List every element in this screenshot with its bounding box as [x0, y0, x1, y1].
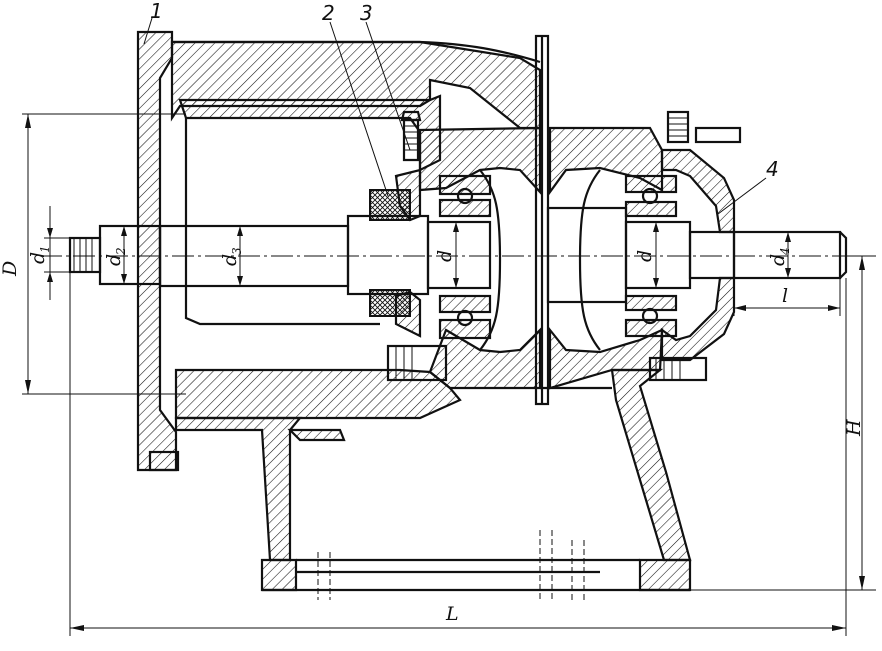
part-number-4: 4 — [766, 157, 779, 181]
dim-label-L: L — [445, 603, 459, 625]
base-bolts — [148, 450, 585, 600]
end-cover — [386, 110, 742, 382]
dim-label-H: H — [843, 419, 865, 437]
dimensions — [22, 113, 876, 636]
dim-label-d3-sub: 3 — [230, 247, 244, 255]
part-number-1: 1 — [150, 0, 163, 23]
seal-assembly — [369, 110, 422, 338]
part-number-2: 2 — [322, 1, 335, 25]
part-number-3: 3 — [360, 1, 373, 25]
dim-label-D: D — [0, 261, 21, 277]
dim-label-d1: d — [27, 252, 49, 264]
leader-lines — [143, 17, 767, 215]
housing — [136, 30, 692, 592]
dim-label-l: l — [782, 285, 788, 307]
dim-label-d2: d — [103, 254, 125, 266]
dim-label-d2-sub: 2 — [114, 247, 128, 256]
dim-label-d4: d — [767, 254, 789, 266]
dim-label-d: d — [434, 250, 456, 262]
dim-label-d3: d — [219, 254, 241, 266]
dim-label-d-inner: d — [634, 250, 656, 262]
dim-label-d4-sub: 4 — [778, 247, 792, 256]
dimension-labels: D d 1 d 2 d 3 d d d 4 l H L — [0, 245, 865, 625]
part-labels: 1 2 3 4 — [150, 0, 779, 181]
bearings — [438, 174, 678, 340]
dim-label-d1-sub: 1 — [38, 245, 52, 253]
